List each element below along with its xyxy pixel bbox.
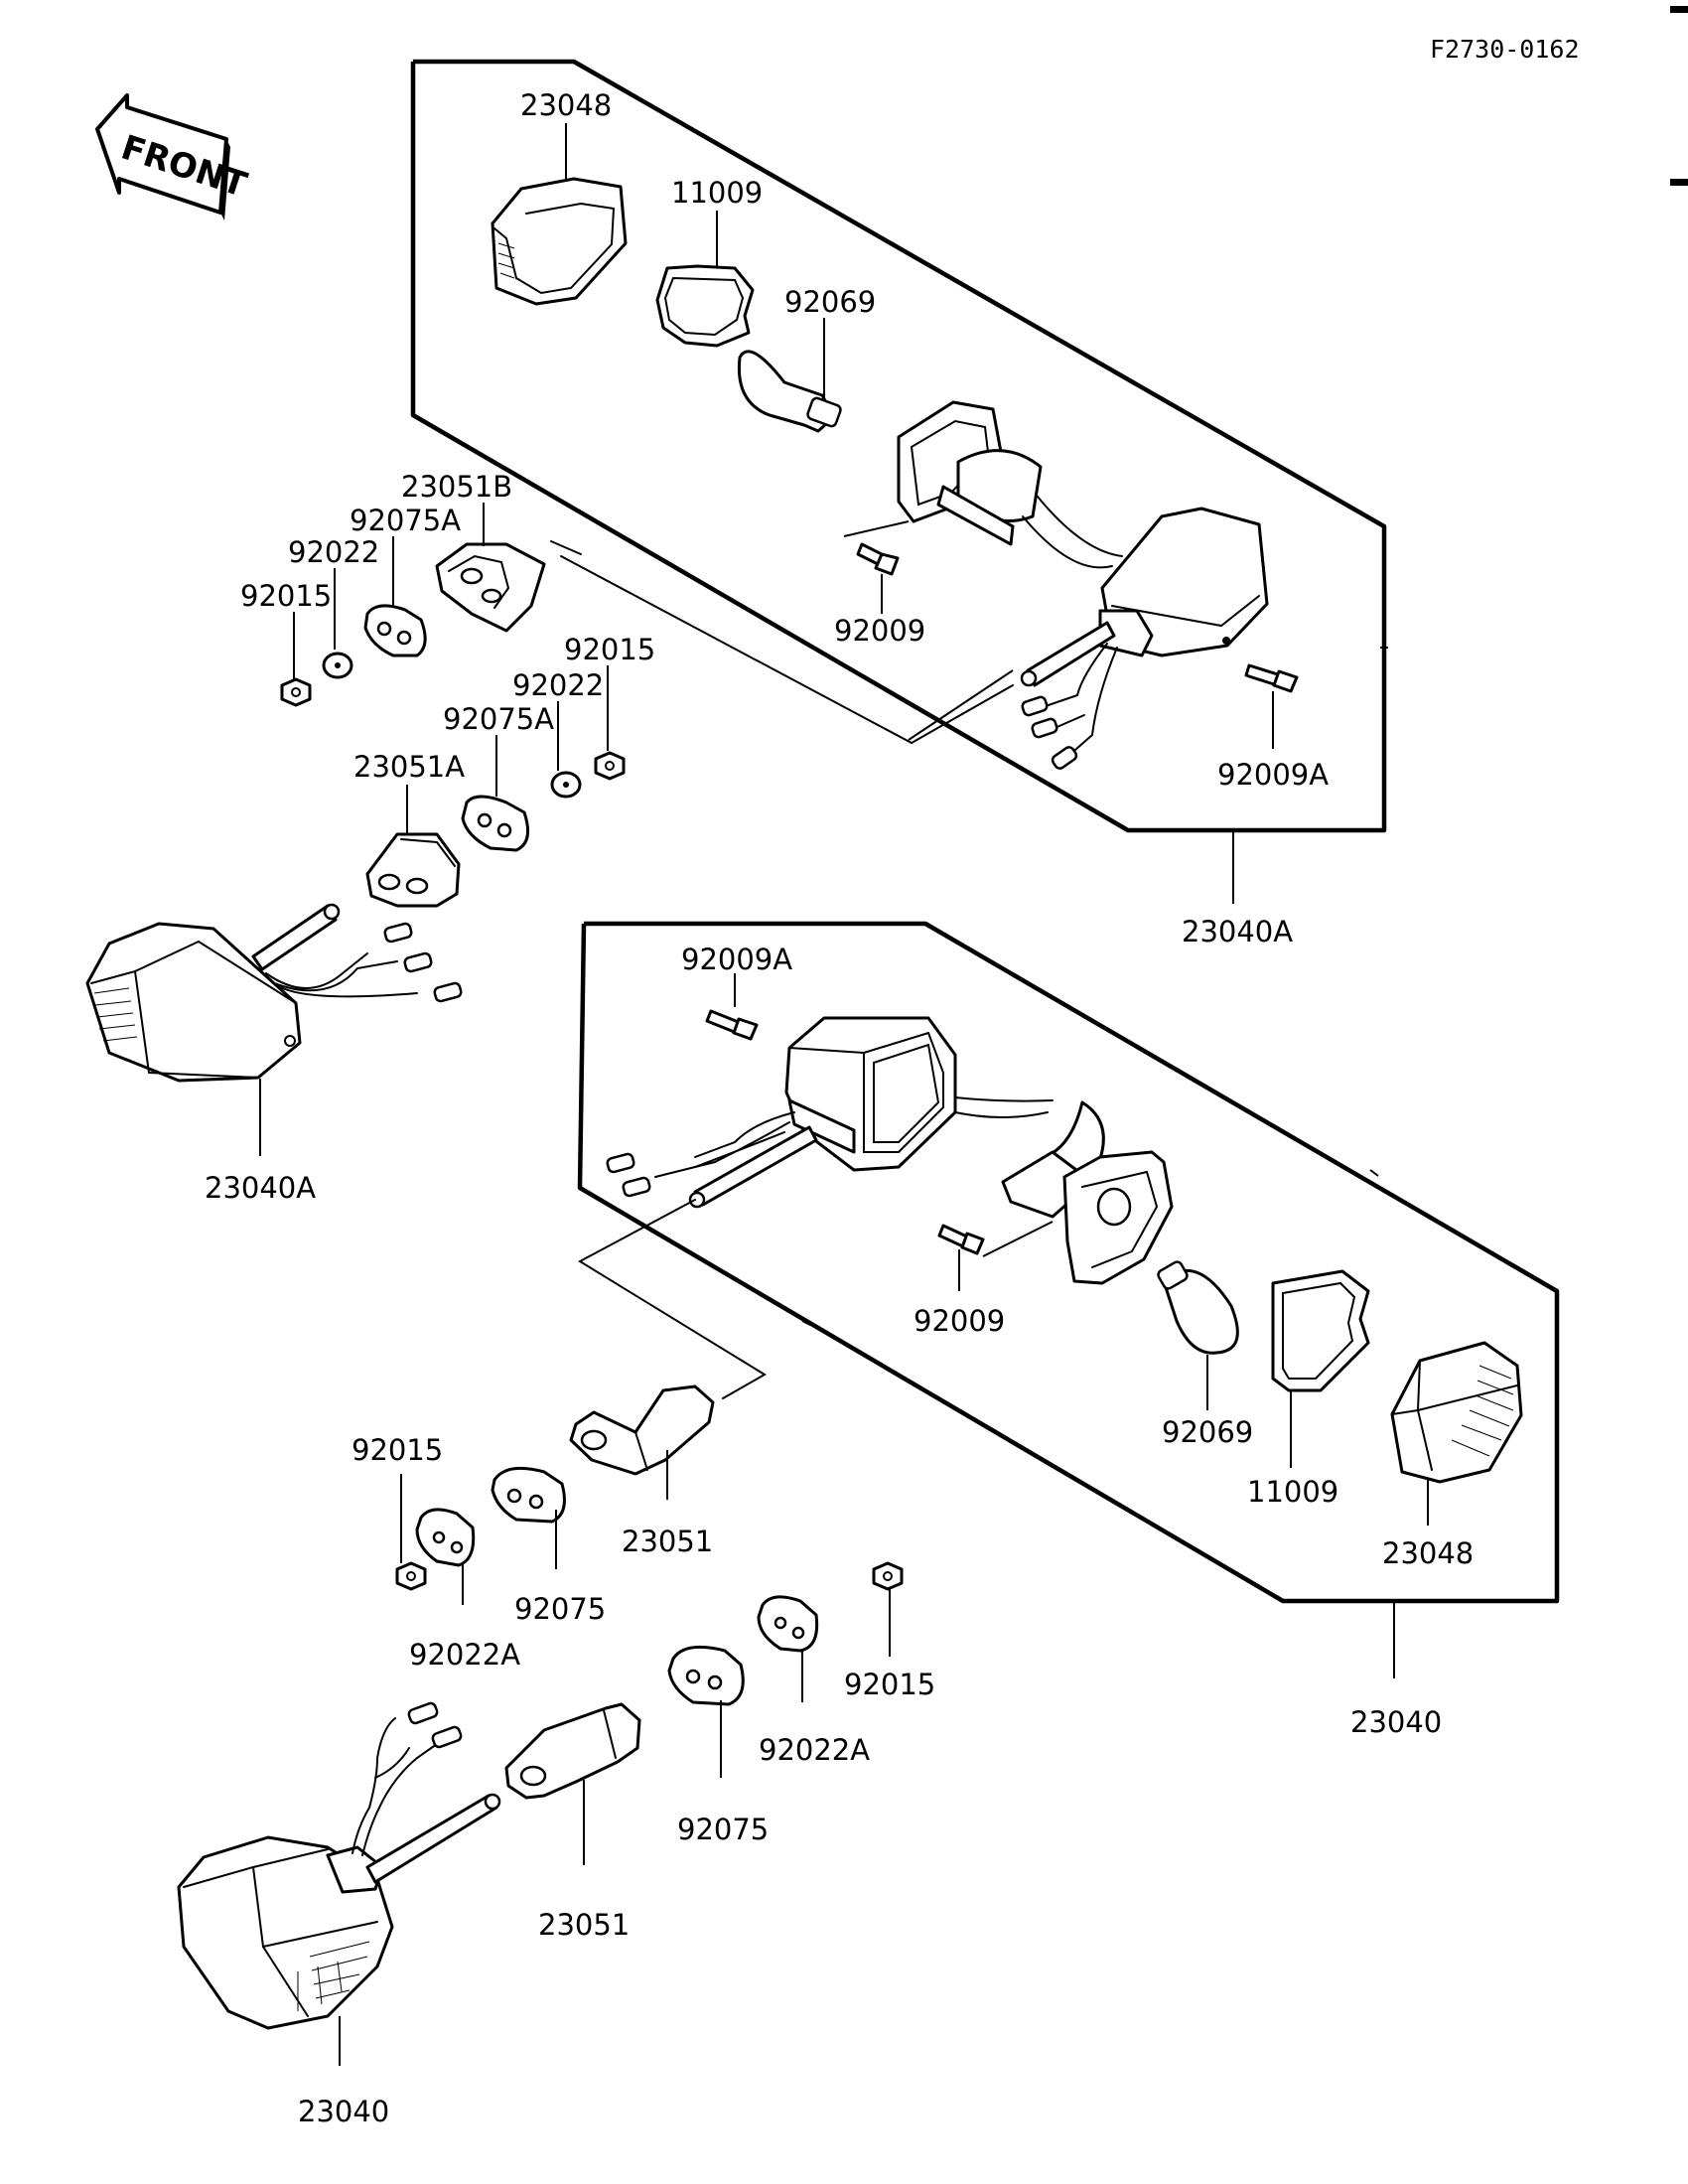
bracket-23051B	[435, 542, 546, 633]
label-11009-top: 11009	[671, 176, 763, 210]
washer-92022-a	[322, 652, 353, 679]
socket-23040-bot	[1001, 1100, 1174, 1285]
label-92015-a: 92015	[240, 579, 332, 613]
plate-92075A-b	[461, 795, 530, 852]
label-92022A-a: 92022A	[409, 1638, 520, 1672]
grommet-92075-b	[667, 1645, 745, 1706]
label-23051A: 23051A	[353, 750, 465, 784]
label-11009-bot: 11009	[1247, 1475, 1338, 1509]
label-92069-top: 92069	[784, 285, 876, 319]
label-23051-b: 23051	[538, 1908, 630, 1942]
nut-92015-c	[395, 1561, 427, 1591]
label-92022-a: 92022	[288, 535, 379, 569]
label-92015-c: 92015	[352, 1433, 443, 1467]
lens-23048-top	[491, 177, 628, 306]
edge-mark-mid	[1670, 179, 1688, 186]
nut-92015-b	[594, 751, 626, 781]
bulb-92069-top	[737, 350, 842, 433]
label-23040-assy: 23040	[1350, 1705, 1442, 1739]
plate-92075A-a	[363, 604, 427, 657]
washer-92022-b	[550, 771, 582, 799]
bracket-23051A	[365, 832, 461, 908]
plate-92022A-b	[757, 1595, 819, 1653]
spacer-23051-b	[504, 1702, 641, 1800]
label-92075-a: 92075	[514, 1592, 606, 1626]
label-92015-d: 92015	[844, 1668, 935, 1701]
turn-signal-23040A-right	[897, 400, 1269, 770]
label-23040A-lamp: 23040A	[205, 1171, 316, 1205]
label-92009A-top: 92009A	[1217, 758, 1329, 792]
nut-92015-d	[872, 1561, 904, 1591]
bulb-92069-bot	[1157, 1260, 1239, 1355]
spacer-23051-a	[569, 1384, 715, 1476]
grommet-92075-a	[491, 1466, 566, 1524]
label-92009-top: 92009	[834, 614, 925, 648]
lens-23048-bot	[1390, 1341, 1523, 1484]
plate-92022A-a	[415, 1508, 476, 1567]
assembly-frame-23040A	[410, 59, 1387, 833]
label-23040A-assy: 23040A	[1182, 915, 1293, 948]
label-23040-lamp: 23040	[298, 2095, 389, 2128]
label-92022A-b: 92022A	[759, 1733, 870, 1767]
turn-signal-23040-left	[177, 1701, 501, 2030]
screw-92009A-top	[1244, 663, 1299, 693]
label-92075A-b: 92075A	[443, 702, 554, 736]
turn-signal-23040-right	[606, 1016, 1054, 1209]
label-92009-bot: 92009	[914, 1304, 1005, 1338]
label-92009A-bot: 92009A	[681, 943, 792, 976]
label-92075-b: 92075	[677, 1813, 769, 1846]
label-92075A-a: 92075A	[350, 504, 461, 537]
label-23048-bot: 23048	[1382, 1536, 1474, 1570]
screw-92009-top	[856, 542, 900, 576]
label-92015-b: 92015	[564, 633, 655, 666]
gasket-11009-bot	[1271, 1269, 1370, 1392]
label-23051B: 23051B	[401, 470, 512, 504]
screw-92009A-bot	[705, 1009, 759, 1041]
nut-92015-a	[280, 677, 312, 707]
screw-92009-bot	[937, 1224, 985, 1255]
label-23051-a: 23051	[622, 1525, 713, 1558]
label-92022-b: 92022	[512, 668, 604, 702]
label-92069-bot: 92069	[1162, 1415, 1253, 1449]
turn-signal-23040A-left	[85, 903, 463, 1083]
label-23048-top: 23048	[520, 88, 612, 122]
assembly-frame-23040	[577, 921, 1560, 1604]
gasket-11009-top	[655, 264, 755, 348]
front-arrow-icon: FRONT	[95, 93, 252, 220]
diagram-code: F2730-0162	[1430, 35, 1580, 64]
edge-mark-top	[1670, 6, 1688, 13]
